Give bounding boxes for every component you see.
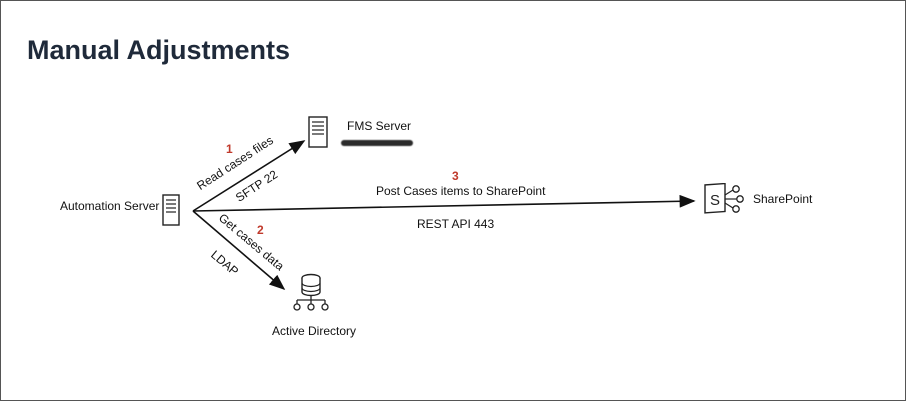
edge-to-ad — [192, 210, 286, 291]
redacted-hostname — [341, 140, 413, 146]
database-icon — [293, 273, 329, 311]
server-icon — [308, 116, 328, 148]
edge-to-sharepoint-protocol-label: REST API 443 — [417, 217, 495, 231]
edge-to-sharepoint — [192, 194, 696, 212]
step-number-1: 1 — [226, 142, 233, 156]
server-icon — [162, 194, 180, 226]
edge-to-fms — [192, 140, 306, 212]
step-number-3: 3 — [452, 169, 459, 183]
sharepoint-icon: S — [704, 183, 744, 214]
svg-text:S: S — [710, 192, 720, 209]
edge-to-sharepoint-action-label: Post Cases items to SharePoint — [376, 184, 546, 198]
sharepoint-label: SharePoint — [753, 192, 813, 206]
page-title: Manual Adjustments — [27, 35, 291, 65]
automation-server-label: Automation Server — [60, 199, 160, 213]
active-directory-label: Active Directory — [272, 324, 357, 338]
fms-server-label: FMS Server — [347, 119, 412, 133]
step-number-2: 2 — [257, 223, 264, 237]
